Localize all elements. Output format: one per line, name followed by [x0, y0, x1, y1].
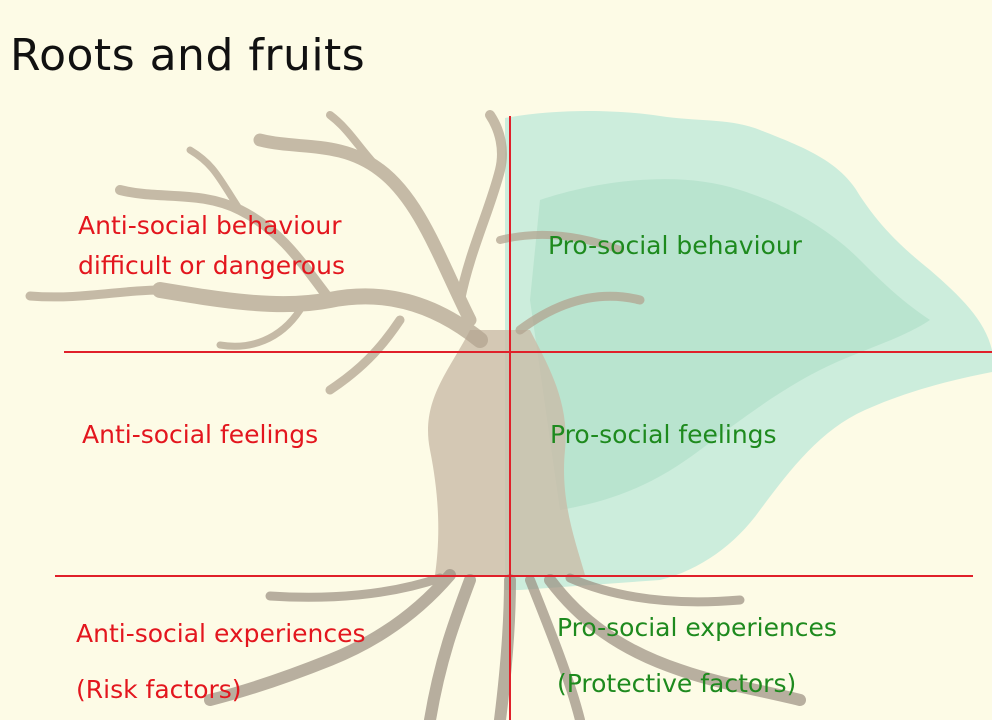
pro-behaviour-line-1: Pro-social behaviour [548, 231, 802, 260]
tree-branches [25, 110, 645, 395]
pro-social-behaviour-cell: Pro-social behaviour [548, 226, 802, 266]
anti-experiences-line-1: Anti-social experiences [76, 619, 366, 648]
tree-foliage-shade [530, 179, 930, 510]
pro-experiences-line-2: (Protective factors) [557, 669, 797, 698]
lower-horizontal-divider [55, 575, 973, 577]
upper-horizontal-divider [64, 351, 992, 353]
pro-social-experiences-cell: Pro-social experiences (Protective facto… [557, 600, 837, 712]
slide-title: Roots and fruits [10, 30, 366, 81]
pro-experiences-line-1: Pro-social experiences [557, 613, 837, 642]
anti-behaviour-line-1: Anti-social behaviour [78, 211, 342, 240]
anti-experiences-line-2: (Risk factors) [76, 675, 242, 704]
anti-social-behaviour-cell: Anti-social behaviour difficult or dange… [78, 206, 345, 286]
pro-social-feelings-cell: Pro-social feelings [550, 415, 777, 455]
anti-social-feelings-cell: Anti-social feelings [82, 415, 318, 455]
anti-feelings-line-1: Anti-social feelings [82, 420, 319, 449]
tree-trunk [428, 330, 585, 575]
pro-feelings-line-1: Pro-social feelings [550, 420, 777, 449]
anti-behaviour-line-2: difficult or dangerous [78, 251, 345, 280]
anti-social-experiences-cell: Anti-social experiences (Risk factors) [76, 606, 366, 718]
vertical-divider [509, 116, 511, 720]
